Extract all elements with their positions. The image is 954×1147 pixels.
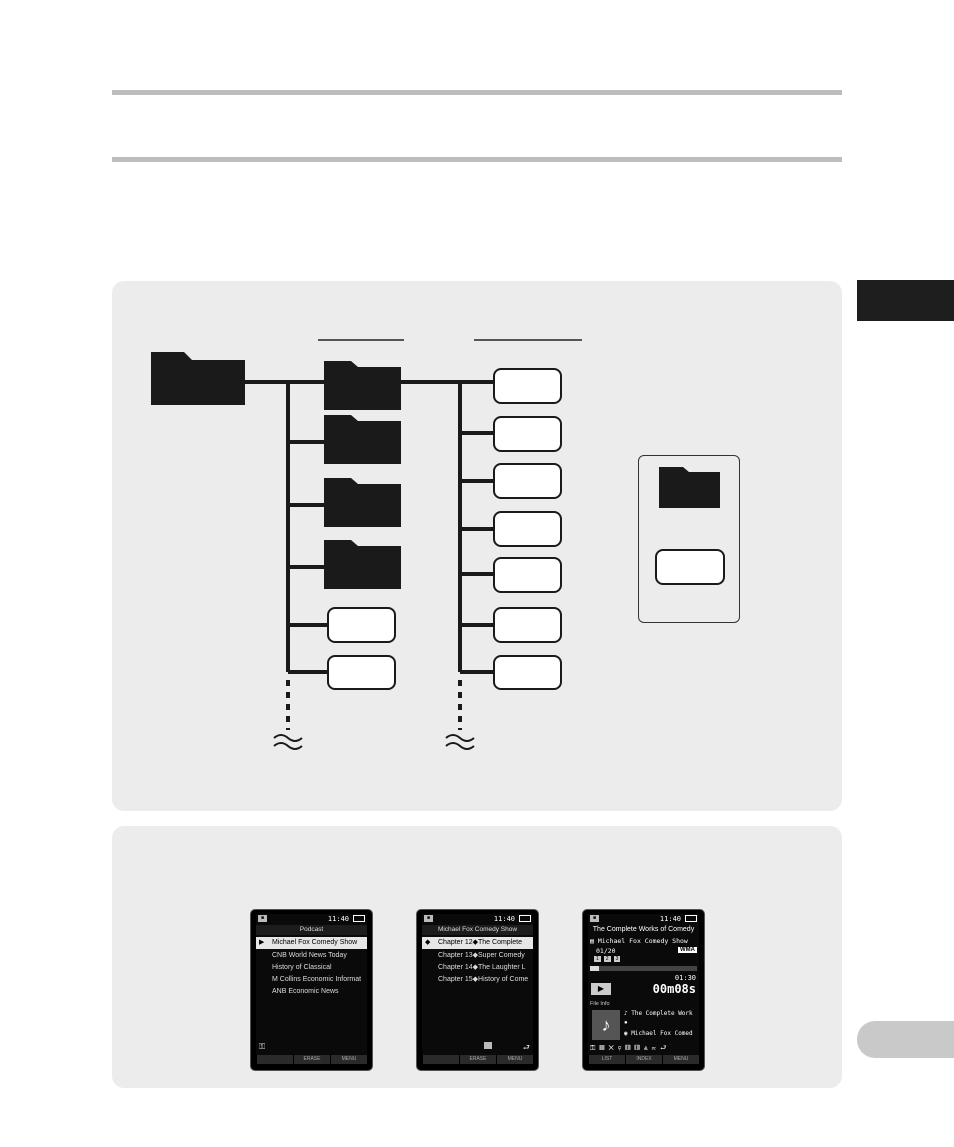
tree-continuation-dots — [286, 680, 462, 730]
file-icon — [493, 463, 562, 499]
list-item[interactable]: ◆Chapter 12◆The Complete — [422, 937, 533, 949]
header-rule-top — [112, 90, 842, 95]
softkey-right[interactable]: MENU — [496, 1055, 533, 1064]
softkey-right[interactable]: MENU — [330, 1055, 367, 1064]
music-note-icon: ♪ — [592, 1010, 620, 1040]
elapsed-time: 00m08s — [652, 982, 696, 996]
legend-box — [638, 455, 740, 623]
legend-file-icon — [655, 549, 725, 585]
podcast-list-screen: ■ 11:40 Podcast ▶Michael Fox Comedy Show… — [250, 909, 373, 1071]
clock: 11:40 — [493, 915, 515, 923]
index-marks: 1 2 3 — [594, 956, 621, 962]
file-icon — [493, 368, 562, 404]
folder-mode-icon — [484, 1042, 492, 1049]
screen-title: Podcast — [256, 925, 367, 935]
softkey-index[interactable]: INDEX — [625, 1055, 662, 1064]
info-album: ◉ Michael Fox Comed — [624, 1030, 693, 1037]
info-title: ♪ The Complete Work — [624, 1010, 693, 1017]
list-item[interactable]: Chapter 13◆Super Comedy — [438, 952, 525, 959]
folder-icon — [324, 361, 401, 410]
chapter-tab — [857, 280, 954, 321]
page-number-tab — [857, 1021, 954, 1058]
battery-icon — [519, 915, 531, 922]
clock: 11:40 — [659, 915, 681, 923]
battery-icon — [685, 915, 697, 922]
folder-icon — [324, 478, 401, 527]
status-bar: ■ 11:40 — [422, 914, 533, 924]
artist-icon: ● — [624, 1020, 628, 1026]
softkey-center[interactable]: ERASE — [459, 1055, 496, 1064]
clock: 11:40 — [327, 915, 349, 923]
file-icon — [493, 655, 562, 690]
folder-name: ▤ Michael Fox Comedy Show — [590, 937, 688, 945]
list-item[interactable]: ANB Economic News — [272, 988, 339, 995]
file-icon — [493, 557, 562, 593]
track-number: 01/20 — [596, 947, 616, 955]
current-file-icon: ◆ — [425, 939, 431, 946]
progress-bar[interactable] — [590, 966, 697, 971]
softkey-bar: LIST INDEX MENU — [588, 1055, 699, 1064]
tree-connectors — [245, 380, 495, 674]
folder-icon — [324, 415, 401, 464]
repeat-icon: ⮐ — [522, 1043, 530, 1052]
softkey-left[interactable] — [256, 1055, 293, 1064]
mic-mode-icon: ■ — [590, 915, 599, 922]
mic-mode-icon: ■ — [258, 915, 267, 922]
softkey-left[interactable] — [422, 1055, 459, 1064]
disc-icon: ◉ — [624, 1030, 632, 1037]
softkey-menu[interactable]: MENU — [662, 1055, 699, 1064]
list-item[interactable]: M Collins Economic Informat — [272, 976, 362, 983]
softkey-center[interactable]: ERASE — [293, 1055, 330, 1064]
column-header-line-1 — [318, 339, 404, 341]
index-mark: 2 — [603, 956, 611, 962]
list-item[interactable]: History of Classical — [272, 964, 332, 971]
file-icon — [493, 416, 562, 452]
status-bar: ■ 11:40 — [256, 914, 367, 924]
status-bar: ■ 11:40 — [588, 914, 699, 924]
softkey-bar: ERASE MENU — [256, 1055, 367, 1064]
list-item[interactable]: ▶Michael Fox Comedy Show — [256, 937, 367, 949]
screen-title: Michael Fox Comedy Show — [422, 925, 533, 935]
format-badge: WMA — [678, 947, 697, 953]
softkey-bar: ERASE MENU — [422, 1055, 533, 1064]
legend-folder-icon — [659, 467, 720, 508]
file-icon — [327, 655, 396, 690]
play-icon: ▶ — [259, 939, 265, 946]
episode-list-screen: ■ 11:40 Michael Fox Comedy Show ◆Chapter… — [416, 909, 539, 1071]
file-icon — [327, 607, 396, 643]
list-item[interactable]: Chapter 15◆History of Come — [438, 976, 529, 983]
list-item[interactable]: Chapter 14◆The Laughter L — [438, 964, 526, 971]
index-mark: 1 — [594, 956, 601, 962]
play-icon[interactable]: ▶ — [591, 983, 611, 995]
playback-screen: ■ 11:40 The Complete Works of Comedy ▤ M… — [582, 909, 705, 1071]
list-item[interactable]: CNB World News Today — [272, 952, 347, 959]
folder-tree-diagram — [151, 352, 720, 750]
folder-icon — [324, 540, 401, 589]
key-lock-icon: ⚿ — [259, 1042, 266, 1051]
total-time: 01:30 — [674, 974, 696, 982]
note-icon: ♪ — [624, 1010, 632, 1017]
softkey-list[interactable]: LIST — [588, 1055, 625, 1064]
mic-mode-icon: ■ — [424, 915, 433, 922]
root-folder-icon — [151, 352, 245, 405]
omission-marks — [273, 734, 475, 750]
track-title: The Complete Works of Comedy — [588, 925, 699, 935]
index-mark: 3 — [613, 956, 621, 962]
file-icon — [493, 607, 562, 643]
battery-icon — [353, 915, 365, 922]
file-info-label: File Info — [590, 1001, 610, 1007]
file-icon — [493, 511, 562, 547]
column-header-line-2 — [474, 339, 582, 341]
header-rule-bottom — [112, 157, 842, 162]
status-icons-row: ⚿ ▦ ✕ ⚲ ▥ ▥ ⩓ ∝ ⮐ — [590, 1045, 668, 1052]
